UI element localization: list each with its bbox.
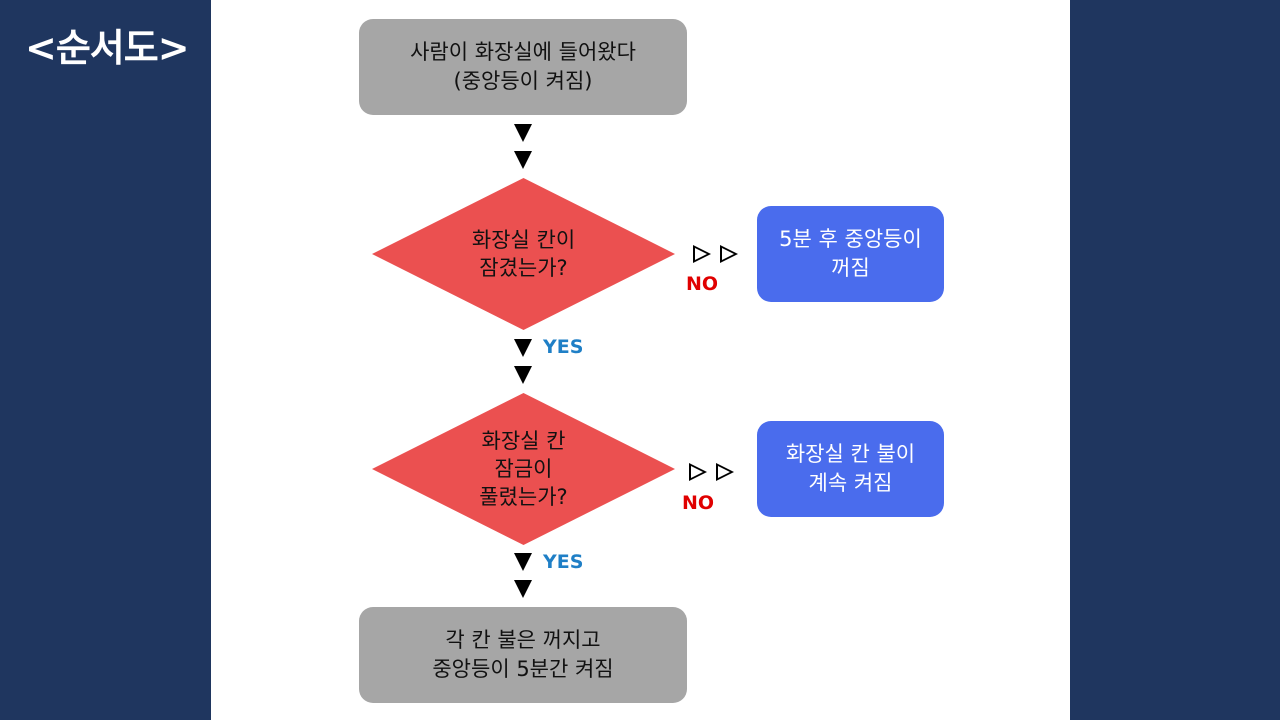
- arrow-down-icon: [514, 366, 532, 384]
- yes-label: YES: [543, 551, 584, 573]
- end-box: 각 칸 불은 꺼지고 중앙등이 5분간 켜짐: [359, 607, 687, 703]
- stall-light-on-box: 화장실 칸 불이 계속 켜짐: [757, 421, 944, 517]
- decision-locked-text: 화장실 칸이 잠겼는가?: [471, 228, 576, 280]
- arrow-right-outline-icon: [720, 245, 738, 263]
- arrow-right-outline-icon: [689, 463, 707, 481]
- decision-unlocked-text: 화장실 칸 잠금이 풀렸는가?: [479, 429, 568, 509]
- arrow-down-icon: [514, 339, 532, 357]
- central-light-off-box: 5분 후 중앙등이 꺼짐: [757, 206, 944, 302]
- yes-label: YES: [543, 336, 584, 358]
- left-panel: [0, 0, 211, 720]
- arrow-down-icon: [514, 580, 532, 598]
- arrow-right-outline-icon: [693, 245, 711, 263]
- no-label: NO: [686, 273, 719, 295]
- no-label: NO: [682, 492, 715, 514]
- arrow-right-outline-icon: [716, 463, 734, 481]
- start-box: 사람이 화장실에 들어왔다 (중앙등이 켜짐): [359, 19, 687, 115]
- arrow-down-icon: [514, 151, 532, 169]
- diamond-shape: [372, 393, 675, 545]
- flowchart-canvas: 사람이 화장실에 들어왔다 (중앙등이 켜짐) 화장실 칸이 잠겼는가? NO …: [211, 0, 1070, 720]
- decision-locked-diamond: 화장실 칸이 잠겼는가?: [372, 178, 675, 330]
- diamond-shape: [372, 178, 675, 330]
- right-panel: [1070, 0, 1280, 720]
- arrow-down-icon: [514, 124, 532, 142]
- decision-unlocked-diamond: 화장실 칸 잠금이 풀렸는가?: [372, 393, 675, 545]
- page-title: <순서도>: [25, 26, 190, 70]
- arrow-down-icon: [514, 553, 532, 571]
